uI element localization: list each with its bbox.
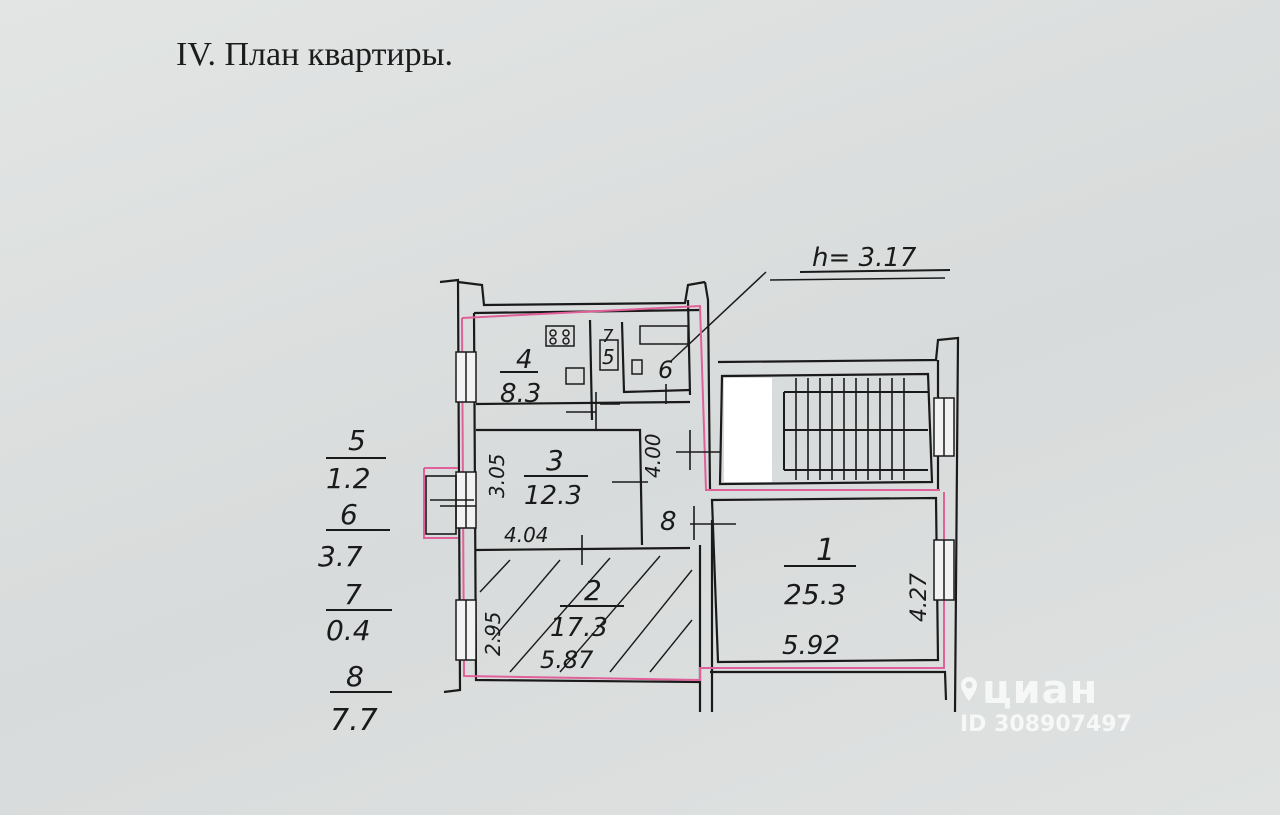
bath-sink-icon — [631, 359, 643, 375]
room-1-number: 1 — [816, 533, 835, 568]
legend-5-number: 5 — [348, 424, 366, 457]
toilet-icon — [599, 339, 619, 371]
balcony — [425, 475, 474, 535]
room-1-length: 4.27 — [907, 573, 932, 622]
windows — [455, 351, 955, 661]
staircase — [724, 378, 928, 482]
room-2-area: 17.3 — [550, 613, 608, 643]
legend-6-area: 3.7 — [318, 540, 363, 573]
room-1-width: 5.92 — [782, 631, 840, 661]
legend-7-number: 7 — [344, 578, 362, 611]
legend-8-number: 8 — [346, 660, 364, 693]
location-pin-icon — [961, 677, 977, 701]
door-marks — [440, 384, 736, 565]
room-2-hatch — [479, 555, 693, 673]
legend-7-area: 0.4 — [326, 614, 371, 647]
room-fraction-bars — [500, 371, 856, 607]
room-2-length: 2.95 — [481, 611, 505, 656]
kitchen-extra-dimension: 4.00 — [641, 433, 665, 478]
room-2-width: 5.87 — [540, 646, 594, 674]
ceiling-height-label: h= 3.17 — [812, 243, 917, 273]
page-title: IV. План квартиры. — [176, 36, 453, 73]
room-8-number: 8 — [660, 507, 677, 537]
bathtub-icon — [639, 325, 689, 345]
legend-6-number: 6 — [340, 498, 358, 531]
sink-icon — [565, 367, 585, 385]
watermark: циан ID 308907497 — [960, 668, 1132, 737]
room-3-area: 12.3 — [524, 481, 582, 511]
room-3-width: 4.04 — [504, 523, 549, 547]
fixtures — [545, 325, 689, 385]
area-legend: 5 1.2 6 3.7 7 0.4 8 7.7 — [318, 424, 392, 738]
stove-icon — [545, 325, 575, 347]
room-7-number: 7 — [602, 326, 614, 347]
legend-8-area: 7.7 — [330, 703, 378, 738]
room-2-number: 2 — [584, 574, 602, 607]
watermark-id: ID 308907497 — [960, 712, 1132, 737]
watermark-logo: циан — [982, 667, 1099, 713]
legend-5-area: 1.2 — [326, 462, 371, 495]
ceiling-height-annotation: h= 3.17 — [669, 243, 951, 363]
room-4-number: 4 — [516, 345, 533, 375]
room-3-length: 3.05 — [485, 453, 509, 498]
room-1-area: 25.3 — [784, 578, 846, 611]
room-6-number: 6 — [658, 356, 673, 384]
room-3-number: 3 — [546, 444, 564, 477]
room-5-number: 5 — [602, 345, 615, 369]
room-4-area: 8.3 — [500, 379, 541, 409]
